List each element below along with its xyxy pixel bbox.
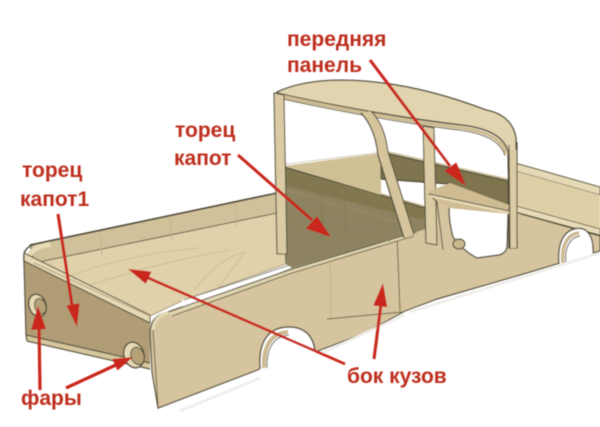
svg-text:капот: капот <box>174 147 231 170</box>
svg-text:фары: фары <box>21 387 82 410</box>
svg-text:бок кузов: бок кузов <box>347 365 447 388</box>
svg-text:капот1: капот1 <box>20 188 89 211</box>
svg-text:панель: панель <box>287 54 362 77</box>
svg-text:торец: торец <box>22 159 82 182</box>
svg-text:торец: торец <box>175 119 235 142</box>
svg-text:передняя: передняя <box>287 28 386 51</box>
